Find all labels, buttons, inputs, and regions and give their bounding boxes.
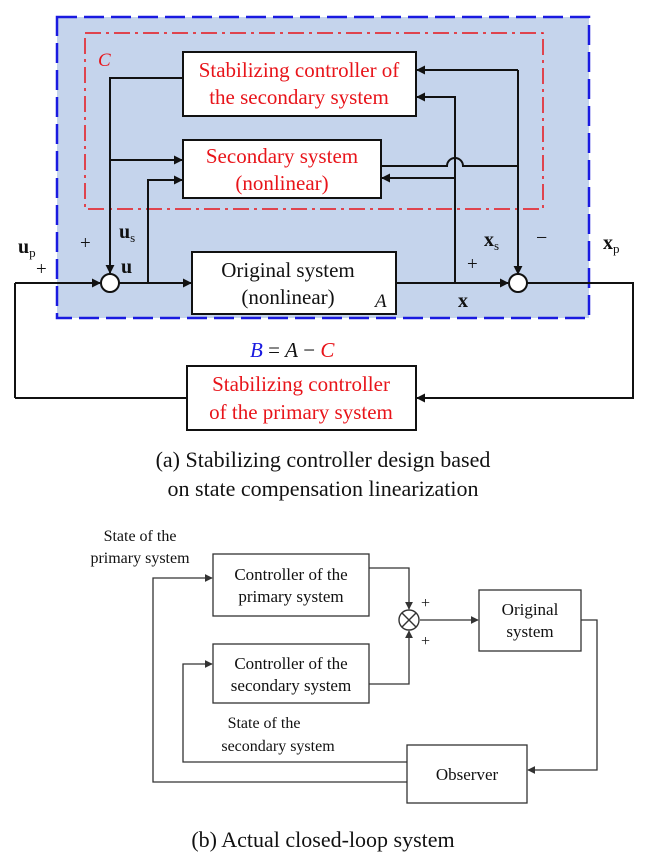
box-stab-primary-line2: of the primary system bbox=[209, 400, 393, 424]
plus-b-top: + bbox=[421, 595, 430, 612]
box-observer-label: Observer bbox=[436, 765, 499, 784]
box-ctrl-secondary-line1: Controller of the bbox=[234, 654, 347, 673]
plus-b-bottom: + bbox=[421, 633, 430, 650]
line-us bbox=[105, 77, 183, 274]
sum-junction-b bbox=[398, 609, 420, 631]
sum-junction-input bbox=[100, 273, 120, 293]
box-ctrl-secondary-line2: secondary system bbox=[231, 676, 351, 695]
box-secondary-system-line1: Secondary system bbox=[206, 144, 358, 168]
box-secondary-system bbox=[182, 139, 382, 199]
minus-xs: − bbox=[536, 227, 547, 249]
line-x-to-stab bbox=[416, 92, 456, 283]
box-stab-primary-line1: Stabilizing controller bbox=[212, 372, 390, 396]
label-xs: xs bbox=[484, 229, 499, 253]
region-c bbox=[84, 32, 544, 210]
box-original-system bbox=[191, 251, 397, 315]
equation-b: B = A − C bbox=[250, 338, 335, 362]
box-original-line2: system bbox=[506, 622, 553, 641]
box-original-line1: Original bbox=[502, 600, 559, 619]
label-state-primary-line2: primary system bbox=[90, 550, 190, 567]
label-state-primary-line1: State of the bbox=[104, 528, 177, 545]
sum-junction-output bbox=[508, 273, 528, 293]
line-xs bbox=[381, 157, 523, 275]
box-ctrl-primary-line2: primary system bbox=[238, 587, 343, 606]
box-observer bbox=[406, 744, 528, 804]
box-original-system-line1: Original system bbox=[221, 258, 355, 282]
label-x: x bbox=[458, 290, 468, 312]
caption-a-line1: (a) Stabilizing controller design based bbox=[156, 447, 491, 472]
label-us: us bbox=[119, 221, 135, 245]
line-xp-feedback bbox=[416, 282, 634, 403]
diagram-a: C Stabilizing controller of the secondar… bbox=[14, 15, 634, 501]
box-stab-secondary bbox=[182, 51, 417, 117]
box-secondary-system-line2: (nonlinear) bbox=[235, 171, 328, 195]
label-xp: xp bbox=[603, 232, 620, 256]
plus-us: + bbox=[80, 233, 91, 254]
box-stab-primary bbox=[186, 365, 417, 431]
box-stab-secondary-line1: Stabilizing controller of bbox=[199, 58, 400, 82]
box-ctrl-secondary bbox=[212, 643, 370, 704]
line-u-to-secondary bbox=[147, 175, 183, 283]
box-ctrl-primary-line1: Controller of the bbox=[234, 565, 347, 584]
label-c: C bbox=[98, 50, 111, 71]
line-observer-to-primary bbox=[152, 574, 407, 783]
box-original-system-line2: (nonlinear) bbox=[241, 285, 334, 309]
label-up: up bbox=[18, 236, 36, 260]
line-observer-to-secondary bbox=[182, 660, 407, 763]
box-original bbox=[478, 589, 582, 652]
line-ctrl-secondary-to-sum bbox=[369, 630, 413, 685]
diagram-b: State of the primary system Controller o… bbox=[90, 528, 598, 852]
line-ctrl-primary-to-sum bbox=[369, 567, 413, 610]
line-original-to-observer bbox=[527, 619, 598, 774]
plus-x: + bbox=[467, 254, 478, 275]
label-a: A bbox=[373, 291, 387, 312]
plus-up: + bbox=[36, 259, 47, 280]
box-stab-secondary-line2: the secondary system bbox=[209, 85, 389, 109]
caption-a-line2: on state compensation linearization bbox=[168, 476, 479, 501]
caption-b: (b) Actual closed-loop system bbox=[191, 827, 454, 852]
label-u: u bbox=[121, 256, 132, 278]
label-state-secondary-line2: secondary system bbox=[221, 738, 335, 755]
label-state-secondary-line1: State of the bbox=[228, 715, 301, 732]
box-ctrl-primary bbox=[212, 553, 370, 617]
